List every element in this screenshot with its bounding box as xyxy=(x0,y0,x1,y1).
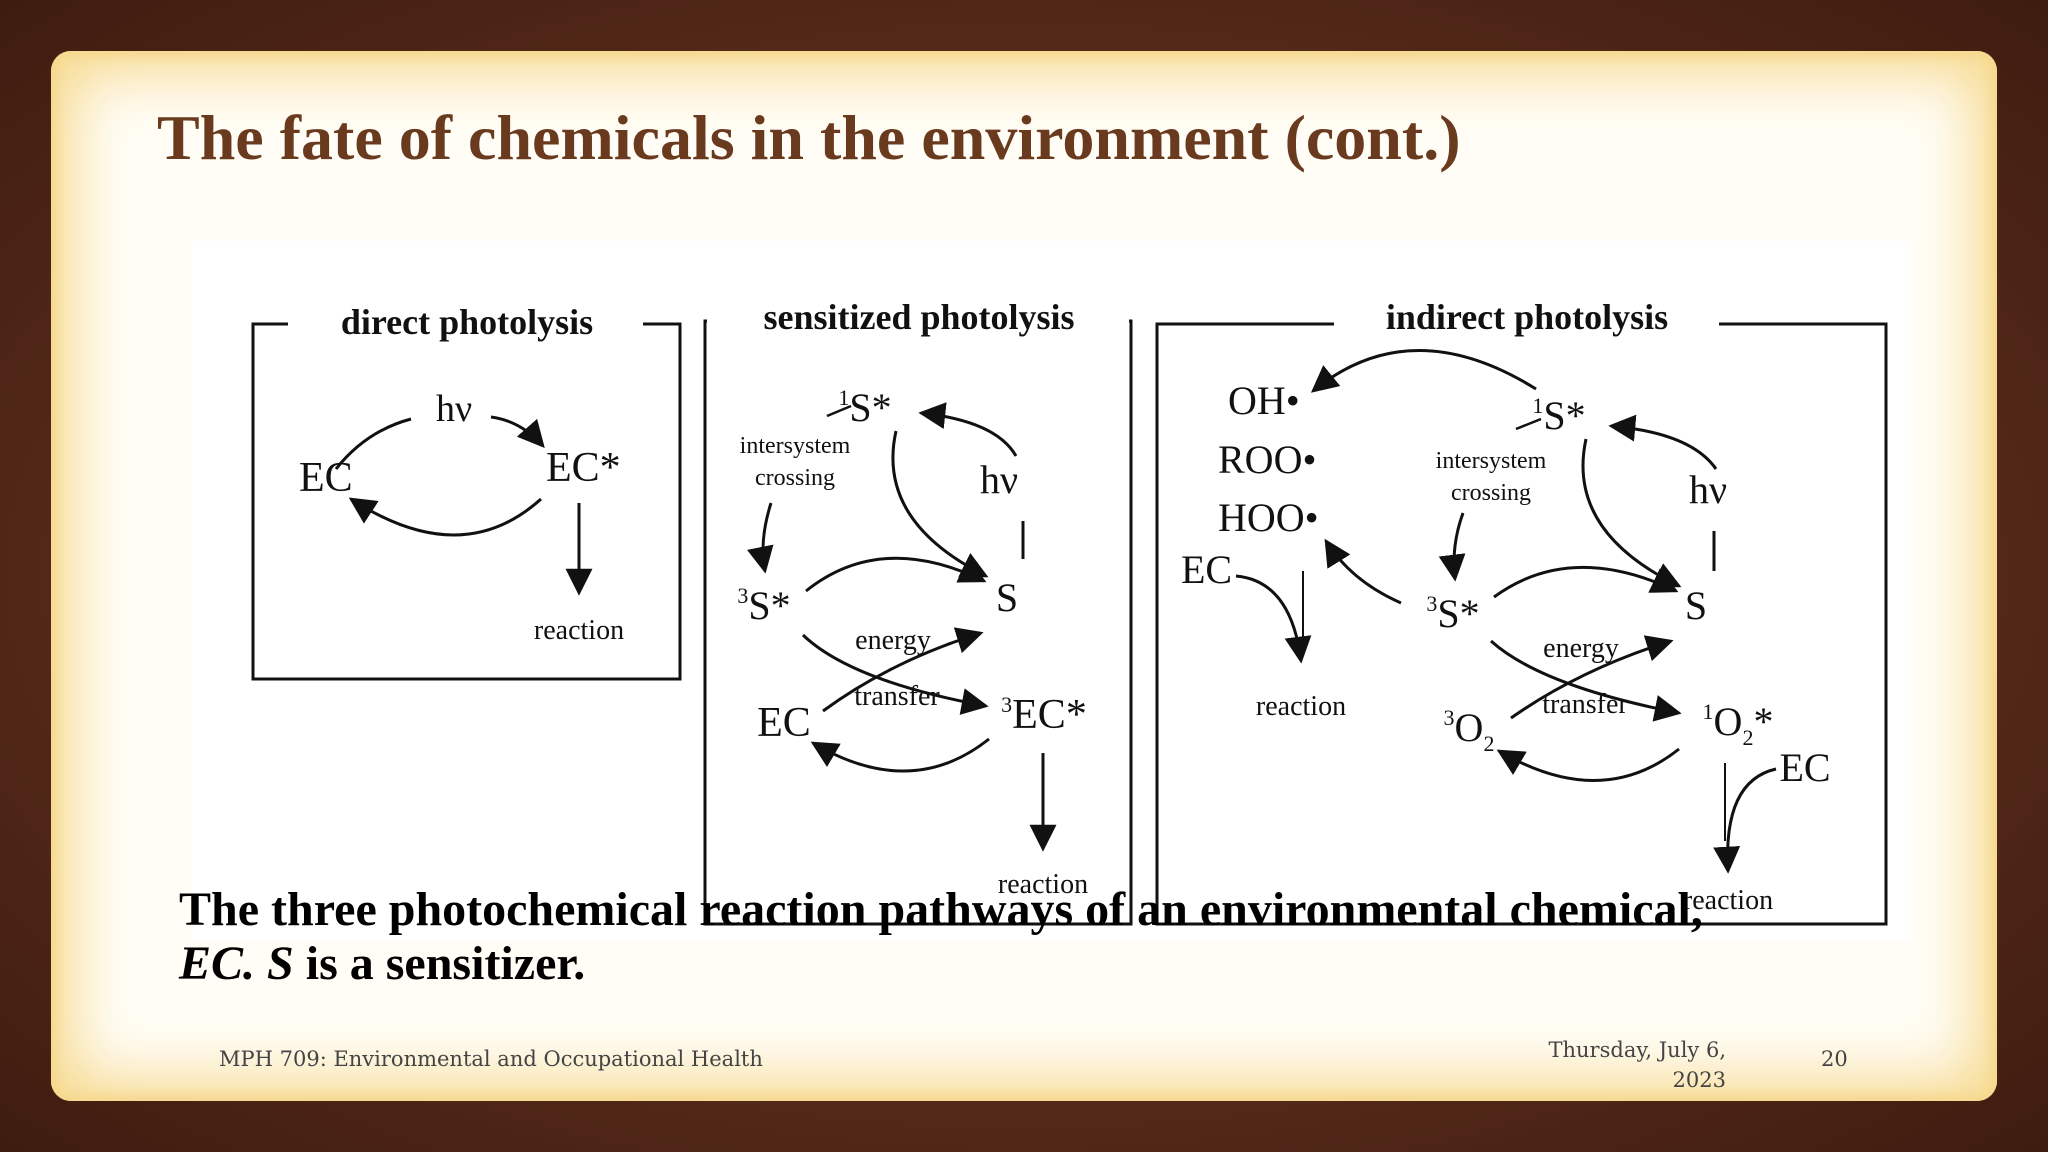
indirect-ec-right-arrow xyxy=(1713,767,1777,874)
indirect-o2-to-s-arrow xyxy=(1510,635,1674,720)
sensitized-triplet-s-label: 3S* xyxy=(737,583,790,628)
indirect-singlet-o2-label: 1O2* xyxy=(1703,699,1774,750)
indirect-hv-label: hν xyxy=(1689,467,1727,512)
slide-title: The fate of chemicals in the environment… xyxy=(157,102,1461,173)
footer-course: MPH 709: Environmental and Occupational … xyxy=(219,1047,763,1071)
sensitized-reaction-label: reaction xyxy=(998,869,1088,900)
indirect-photolysis-panel: indirect photolysis OH• ROO• HOO• EC rea… xyxy=(1155,297,1888,926)
sensitized-triplet-to-s-arrow xyxy=(805,556,987,593)
direct-relaxation-arrow xyxy=(348,497,543,537)
direct-panel-frame xyxy=(251,322,682,681)
sensitized-energy-transfer-arrow xyxy=(801,633,989,715)
sensitized-isc-arrow xyxy=(747,502,774,574)
sensitized-photolysis-panel: sensitized photolysis 1S* intersystem cr… xyxy=(703,297,1133,926)
indirect-relax-arrow xyxy=(1581,438,1682,588)
photolysis-diagram-svg: direct photolysis EC EC* hν reaction sen… xyxy=(251,297,1888,926)
sensitized-isc-leader xyxy=(826,404,852,418)
sensitized-transfer-label: transfer xyxy=(854,681,940,712)
photolysis-diagram: direct photolysis EC EC* hν reaction sen… xyxy=(191,241,1911,941)
caption-line-2-rest: is a sensitizer. xyxy=(293,937,586,990)
caption-line-1: The three photochemical reaction pathway… xyxy=(179,883,1703,936)
sensitized-panel-frame xyxy=(703,319,1133,926)
indirect-isc-arrow xyxy=(1438,512,1466,582)
indirect-hoo-formation-arrow xyxy=(1324,538,1402,605)
sensitized-ec-label: EC xyxy=(757,700,811,746)
indirect-s-label: S xyxy=(1685,583,1707,628)
sensitized-energy-label: energy xyxy=(855,625,931,656)
indirect-triplet-to-s-arrow xyxy=(1493,565,1679,599)
indirect-ec-left-arrow xyxy=(1235,574,1312,664)
direct-hv-label: hν xyxy=(436,388,472,430)
indirect-ec-left-label: EC xyxy=(1181,547,1232,592)
sensitized-singlet-s-label: 1S* xyxy=(838,385,891,430)
figure-caption: The three photochemical reaction pathway… xyxy=(179,883,1939,991)
sensitized-excitation-arrow xyxy=(918,402,1018,457)
indirect-panel-frame xyxy=(1155,322,1888,926)
indirect-hoo-label: HOO• xyxy=(1218,495,1319,540)
indirect-reaction-right-label: reaction xyxy=(1683,885,1773,916)
sensitized-ec-relax-arrow xyxy=(810,737,990,773)
indirect-transfer-label: transfer xyxy=(1542,689,1628,720)
slide: The fate of chemicals in the environment… xyxy=(51,51,1997,1101)
indirect-excitation-arrow xyxy=(1608,414,1718,470)
sensitized-triplet-ec-label: 3EC* xyxy=(1001,692,1087,738)
sensitized-crossing-label: crossing xyxy=(755,465,835,491)
caption-ec-italic: EC. xyxy=(179,937,256,990)
indirect-energy-transfer-arrow xyxy=(1489,639,1682,722)
indirect-crossing-label: crossing xyxy=(1451,480,1531,506)
indirect-energy-label: energy xyxy=(1543,633,1619,664)
sensitized-photolysis-header: sensitized photolysis xyxy=(763,297,1074,337)
indirect-intersystem-label: intersystem xyxy=(1436,448,1547,474)
direct-excitation-arrow-tail xyxy=(334,417,412,470)
footer-date: Thursday, July 6, 2023 xyxy=(1481,1035,1727,1095)
direct-photolysis-panel: direct photolysis EC EC* hν reaction xyxy=(251,302,682,681)
footer-page-number: 20 xyxy=(1821,1047,1848,1071)
indirect-roo-label: ROO• xyxy=(1218,437,1316,482)
direct-excitation-arrow xyxy=(490,415,545,449)
indirect-o2-relax-arrow xyxy=(1496,747,1680,782)
direct-ec-star-label: EC* xyxy=(546,445,621,491)
indirect-isc-leader xyxy=(1515,417,1542,431)
indirect-oh-label: OH• xyxy=(1228,378,1300,423)
indirect-ec-right-label: EC xyxy=(1779,745,1830,790)
sensitized-ec-to-s-arrow xyxy=(822,627,984,713)
footer-date-line-1: Thursday, July 6, xyxy=(1548,1038,1727,1062)
indirect-triplet-s-label: 3S* xyxy=(1426,591,1479,636)
indirect-oh-formation-arrow xyxy=(1310,349,1537,393)
indirect-singlet-s-label: 1S* xyxy=(1532,393,1585,438)
sensitized-s-label: S xyxy=(996,575,1018,620)
sensitized-intersystem-label: intersystem xyxy=(740,433,851,459)
footer-date-line-2: 2023 xyxy=(1672,1068,1726,1092)
indirect-triplet-o2-label: 3O2 xyxy=(1444,705,1495,756)
sensitized-relax-arrow xyxy=(891,430,989,578)
indirect-photolysis-header: indirect photolysis xyxy=(1386,297,1668,337)
direct-ec-label: EC xyxy=(299,455,353,501)
caption-s-italic: S xyxy=(267,937,294,990)
indirect-reaction-left-label: reaction xyxy=(1256,691,1346,722)
direct-reaction-label: reaction xyxy=(534,615,624,646)
direct-photolysis-header: direct photolysis xyxy=(341,302,593,342)
sensitized-hv-label: hν xyxy=(980,457,1018,502)
